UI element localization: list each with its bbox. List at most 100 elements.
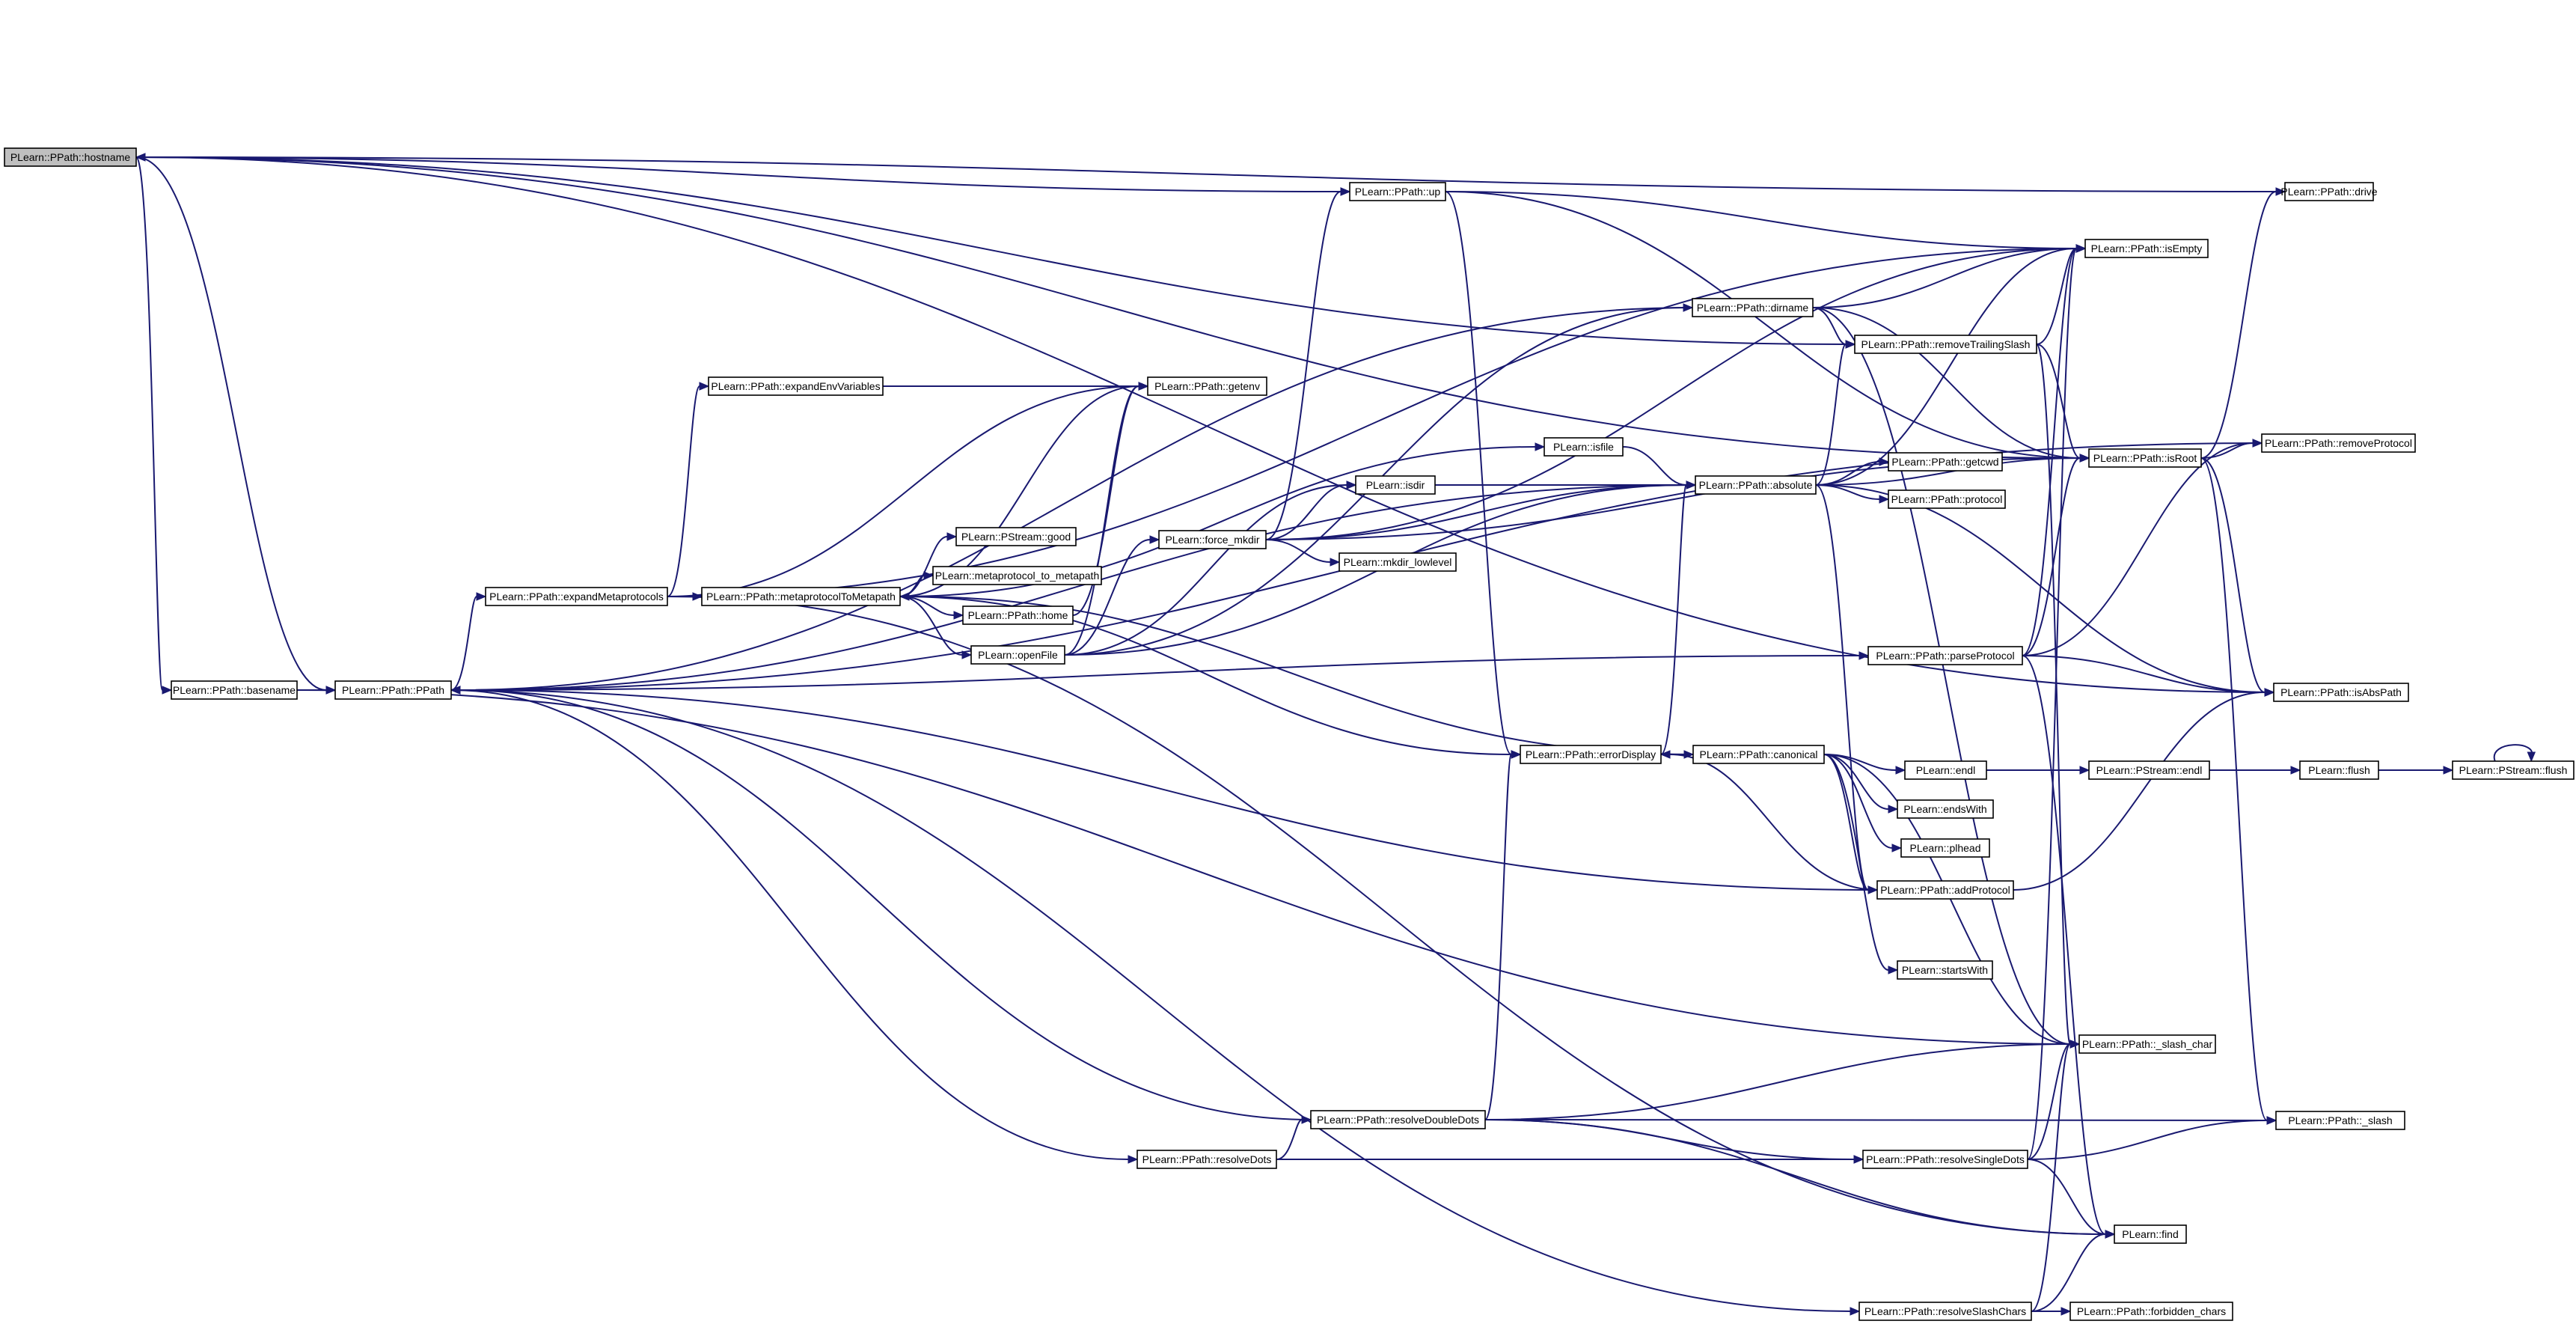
edge-arrowhead: [1535, 442, 1546, 451]
edge-line: [1815, 457, 2081, 486]
node-resolve-single-dots[interactable]: PLearn::PPath::resolveSingleDots: [1862, 1150, 2028, 1169]
node-box: [2078, 1034, 2216, 1054]
node-home[interactable]: PLearn::PPath::home: [962, 605, 1074, 625]
node-slash[interactable]: PLearn::PPath::_slash: [2275, 1111, 2405, 1130]
node-slash-char[interactable]: PLearn::PPath::_slash_char: [2078, 1034, 2216, 1054]
node-absolute[interactable]: PLearn::PPath::absolute: [1695, 475, 1817, 495]
edge-line: [899, 596, 1512, 755]
node-remove-protocol[interactable]: PLearn::PPath::removeProtocol: [2261, 433, 2416, 453]
edge-arrowhead: [1850, 1307, 1861, 1316]
node-box: [1854, 335, 2037, 354]
node-add-protocol[interactable]: PLearn::PPath::addProtocol: [1876, 880, 2014, 900]
edge-arrowhead: [1853, 1155, 1864, 1164]
node-label: PLearn::PStream::good: [961, 531, 1071, 543]
node-is-root[interactable]: PLearn::PPath::isRoot: [2088, 448, 2202, 468]
edge-expand-metaprotocols-to-getenv: [667, 382, 1149, 597]
node-box: [955, 527, 1077, 546]
edge-line: [459, 484, 1696, 691]
node-error-display[interactable]: PLearn::PPath::errorDisplay: [1520, 745, 1662, 764]
node-parse-protocol[interactable]: PLearn::PPath::parseProtocol: [1867, 646, 2023, 665]
edge-arrowhead: [450, 686, 461, 695]
node-metaprotocol-to-metapath[interactable]: PLearn::PPath::metaprotocolToMetapath: [701, 587, 901, 606]
edge-ppath-to-expand-metaprotocols: [450, 592, 487, 691]
node-label: PLearn::find: [2122, 1228, 2179, 1240]
node-basename[interactable]: PLearn::PPath::basename: [171, 680, 298, 700]
edge-canonical-to-slash-char: [1823, 754, 2081, 1049]
node-box: [2114, 1224, 2187, 1244]
edge-line: [135, 156, 2266, 693]
edge-arrowhead: [2105, 1230, 2116, 1239]
node-mkdir-lowlevel[interactable]: PLearn::mkdir_lowlevel: [1339, 552, 1457, 572]
node-remove-trailing-slash[interactable]: PLearn::PPath::removeTrailingSlash: [1854, 335, 2037, 354]
node-box: [708, 376, 884, 396]
node-force-mkdir[interactable]: PLearn::force_mkdir: [1158, 530, 1267, 549]
node-box: [1876, 880, 2014, 900]
node-flush[interactable]: PLearn::flush: [2299, 760, 2379, 780]
node-box: [1349, 182, 1446, 201]
edge-absolute-to-remove-trailing-slash: [1815, 340, 1856, 486]
node-getcwd[interactable]: PLearn::PPath::getcwd: [1888, 452, 2003, 472]
node-canonical[interactable]: PLearn::PPath::canonical: [1692, 745, 1825, 764]
node-box: [1897, 799, 1994, 819]
node-ends-with[interactable]: PLearn::endsWith: [1897, 799, 1994, 819]
node-endl[interactable]: PLearn::endl: [1904, 760, 1987, 780]
edge-line: [2027, 1043, 2071, 1160]
node-dirname[interactable]: PLearn::PPath::dirname: [1692, 298, 1814, 317]
node-up[interactable]: PLearn::PPath::up: [1349, 182, 1446, 201]
edge-line: [1484, 1043, 2071, 1120]
edge-line: [144, 156, 2286, 192]
edge-ppath-to-parse-protocol: [450, 651, 1870, 691]
node-isfile[interactable]: PLearn::isfile: [1544, 437, 1624, 457]
node-is-empty[interactable]: PLearn::PPath::isEmpty: [2084, 239, 2209, 258]
node-hostname[interactable]: PLearn::PPath::hostname: [4, 147, 137, 167]
edge-line: [1484, 754, 1512, 1120]
node-plhead[interactable]: PLearn::plhead: [1900, 838, 1990, 858]
node-label: PLearn::PPath::expandEnvVariables: [711, 380, 880, 392]
node-getenv[interactable]: PLearn::PPath::getenv: [1147, 376, 1267, 396]
node-starts-with[interactable]: PLearn::startsWith: [1897, 960, 1993, 980]
edge-line: [1815, 461, 1880, 486]
node-resolve-dots[interactable]: PLearn::PPath::resolveDots: [1136, 1150, 1277, 1169]
node-expand-metaprotocols[interactable]: PLearn::PPath::expandMetaprotocols: [485, 587, 668, 606]
node-drive[interactable]: PLearn::PPath::drive: [2280, 182, 2378, 201]
node-find[interactable]: PLearn::find: [2114, 1224, 2187, 1244]
edge-resolve-single-dots-to-find: [2027, 1159, 2116, 1239]
edge-expand-env-variables-to-getenv: [882, 382, 1149, 391]
node-box: [1692, 298, 1814, 317]
node-metaprotocol-to-metapath[interactable]: PLearn::metaprotocol_to_metapath: [932, 566, 1102, 585]
edge-arrowhead: [2527, 751, 2536, 763]
node-label: PLearn::PPath::isAbsPath: [2280, 686, 2402, 698]
edge-arrowhead: [135, 153, 146, 162]
node-forbidden-chars[interactable]: PLearn::PPath::forbidden_chars: [2069, 1302, 2233, 1321]
edge-line: [1064, 539, 1151, 656]
node-resolve-double-dots[interactable]: PLearn::PPath::resolveDoubleDots: [1310, 1110, 1486, 1129]
node-box: [932, 566, 1102, 585]
edge-line: [1445, 191, 2077, 249]
node-pstream-good[interactable]: PLearn::PStream::good: [955, 527, 1077, 546]
node-pstream-flush[interactable]: PLearn::PStream::flush: [2452, 760, 2575, 780]
node-box: [2088, 760, 2210, 780]
node-is-abs-path[interactable]: PLearn::PPath::isAbsPath: [2273, 683, 2409, 702]
node-box: [2275, 1111, 2405, 1130]
node-ppath[interactable]: PLearn::PPath::PPath: [334, 680, 452, 700]
edge-line: [899, 446, 1536, 597]
node-box: [2452, 760, 2575, 780]
node-open-file[interactable]: PLearn::openFile: [970, 645, 1065, 665]
node-isdir[interactable]: PLearn::isdir: [1355, 475, 1436, 495]
edge-line: [459, 689, 1312, 1120]
edge-drive-to-hostname: [135, 153, 2286, 192]
node-expand-env-variables[interactable]: PLearn::PPath::expandEnvVariables: [708, 376, 884, 396]
node-label: PLearn::isdir: [1366, 479, 1425, 491]
node-box: [1888, 489, 2006, 509]
edge-arrowhead: [1346, 481, 1357, 489]
node-label: PLearn::openFile: [978, 649, 1058, 661]
node-resolve-slash-chars[interactable]: PLearn::PPath::resolveSlashChars: [1858, 1302, 2032, 1321]
node-protocol[interactable]: PLearn::PPath::protocol: [1888, 489, 2006, 509]
node-pstream-endl[interactable]: PLearn::PStream::endl: [2088, 760, 2210, 780]
edge-expand-metaprotocols-to-expand-env-variables: [667, 382, 710, 597]
node-label: PLearn::PPath::_slash: [2288, 1114, 2392, 1126]
edge-resolve-dots-to-resolve-double-dots: [1276, 1115, 1312, 1160]
edge-line: [1815, 344, 1847, 486]
edge-resolve-single-dots-to-slash-char: [2027, 1040, 2081, 1160]
edge-arrowhead: [953, 611, 964, 620]
